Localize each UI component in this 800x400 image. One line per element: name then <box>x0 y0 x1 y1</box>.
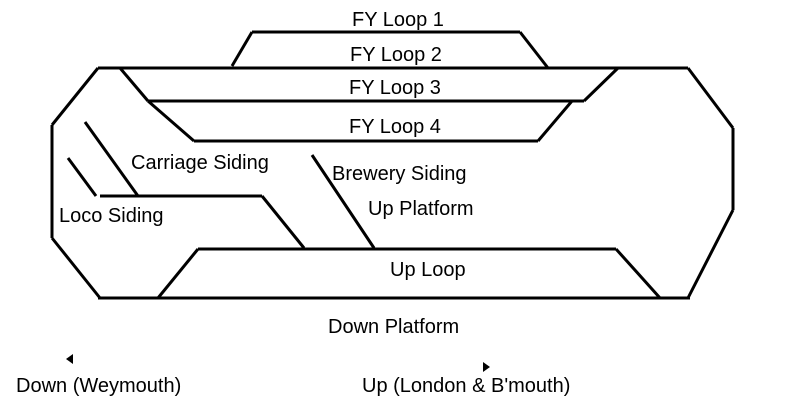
down-platform-label: Down Platform <box>328 316 459 338</box>
up-loop-track <box>156 247 662 300</box>
right-end-track <box>686 67 735 299</box>
loco-siding-track <box>66 157 306 249</box>
up-platform-label: Up Platform <box>368 198 474 220</box>
fy-loop-1-track <box>230 30 550 69</box>
loco-siding-label: Loco Siding <box>59 205 164 227</box>
fy-loop-3-track <box>118 66 620 103</box>
carriage-siding-label: Carriage Siding <box>131 152 269 174</box>
right-arrow-icon <box>483 362 490 372</box>
fy-loop-1-label: FY Loop 1 <box>352 9 444 31</box>
fy-loop-3-label: FY Loop 3 <box>349 77 441 99</box>
down-direction-label: Down (Weymouth) <box>16 375 181 397</box>
left-arrow-icon <box>66 354 73 364</box>
fy-loop-4-track <box>147 99 574 143</box>
fy-loop-2-label: FY Loop 2 <box>350 44 442 66</box>
fy-loop-4-label: FY Loop 4 <box>349 116 441 138</box>
brewery-siding-label: Brewery Siding <box>332 163 467 185</box>
carriage-siding-track <box>83 121 140 197</box>
left-end-track <box>50 67 102 299</box>
brewery-siding-track <box>310 154 376 249</box>
up-direction-label: Up (London & B'mouth) <box>362 375 570 397</box>
up-loop-label: Up Loop <box>390 259 466 281</box>
